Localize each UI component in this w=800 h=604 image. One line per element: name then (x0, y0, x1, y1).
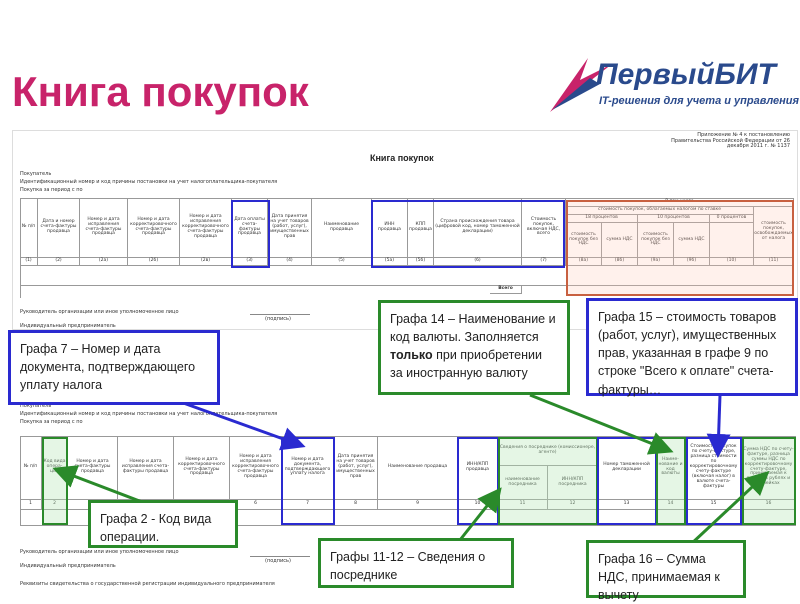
col-num: (8а) (566, 258, 602, 266)
th-rate: 18 процентов (566, 215, 638, 223)
col-num: (5) (312, 258, 372, 266)
col-num: (7) (522, 258, 566, 266)
sign-label: Руководитель организации или иное уполно… (20, 309, 179, 315)
th-tax-col: сумма НДС (602, 223, 638, 258)
col-num: (5а) (372, 258, 408, 266)
sign-hint: (подпись) (265, 316, 291, 322)
th-bottom: Номер и дата корректировочного счета-фак… (174, 436, 230, 500)
th-bottom: Номер и дата исправления корректировочно… (230, 436, 282, 500)
th-tax-col (710, 223, 754, 258)
highlight-col15 (686, 437, 742, 525)
purchase-book-old-form (12, 130, 798, 330)
highlight-col2 (42, 437, 68, 525)
th-top: Наименование продавца (312, 198, 372, 258)
pervyi-bit-logo-icon (550, 58, 612, 112)
sign-line (250, 314, 310, 315)
callout-column-14: Графа 14 – Наименование и код валюты. За… (378, 300, 570, 395)
th-top: Номер и дата исправления корректировочно… (180, 198, 232, 258)
highlight-col7 (281, 437, 335, 525)
th-bottom: Номер и дата исправления счета-фактуры п… (118, 436, 174, 500)
sign-line-2 (250, 556, 310, 557)
th-top: № п/п (20, 198, 38, 258)
callout-columns-11-12-text: Графы 11-12 – Сведения о посреднике (330, 550, 486, 583)
col-num: (2) (38, 258, 80, 266)
callout-column-16-text: Графа 16 – Сумма НДС, принимаемая к выче… (598, 552, 720, 603)
col-num: (4) (268, 258, 312, 266)
col-num: (8б) (602, 258, 638, 266)
th-top: Номер и дата исправления счета-фактуры п… (80, 198, 128, 258)
ip-label-2: Индивидуальный предприниматель (20, 563, 116, 569)
callout-column-7-text: Графа 7 – Номер и дата документа, подтве… (20, 342, 196, 393)
total-label: Всего (490, 286, 522, 294)
inn-label: Идентификационный номер и код причины по… (20, 179, 278, 185)
th-bottom-sub: наименование посредника (498, 466, 548, 500)
callout-column-7: Графа 7 – Номер и дата документа, подтве… (8, 330, 220, 405)
th-top: КПП продавца (408, 198, 434, 258)
callout-column-2: Графа 2 - Код вида операции. (88, 500, 238, 548)
slide-title: Книга покупок (12, 68, 309, 115)
th-tax-col: сумма НДС (674, 223, 710, 258)
col-num: (2а) (80, 258, 128, 266)
period-label: Покупка за период с по (20, 187, 83, 193)
highlight-cols-11-12 (498, 437, 598, 525)
callout-column-14-text-pre: Графа 14 – Наименование и код валюты. За… (390, 312, 556, 345)
sign-hint-2: (подпись) (265, 558, 291, 564)
th-top: Страна происхождения товара (цифровой ко… (434, 198, 522, 258)
th-top: Номер и дата корректировочного счета-фак… (128, 198, 180, 258)
th-top: Дата принятия на учет товаров (работ, ус… (268, 198, 312, 258)
th-top: ИНН продавца (372, 198, 408, 258)
highlight-col13 (597, 437, 657, 525)
ip-label: Индивидуальный предприниматель (20, 323, 116, 329)
th-top: Дата оплаты счета-фактуры продавца (232, 198, 268, 258)
col-num: (2в) (180, 258, 232, 266)
col-num: (9а) (638, 258, 674, 266)
col-num: (10) (710, 258, 754, 266)
col-num: (6) (434, 258, 522, 266)
th-tax-col: стоимость покупок без НДС (566, 223, 602, 258)
th-bottom: Дата принятия на учет товаров (работ, ус… (334, 436, 378, 500)
period-label-2: Покупка за период с по (20, 419, 83, 425)
callout-column-16: Графа 16 – Сумма НДС, принимаемая к выче… (586, 540, 746, 602)
highlight-col14 (656, 437, 686, 525)
callout-column-14-text-bold: только (390, 348, 433, 363)
highlight-col16 (742, 437, 796, 525)
th-bottom: Наименование продавца (378, 436, 458, 500)
callout-column-14-text-post: при приобретении за иностранную валюту (390, 348, 542, 381)
th-bottom: Номер и дата счета-фактуры продавца (68, 436, 118, 500)
col-num: (2б) (128, 258, 180, 266)
th-top: Дата и номер счета-фактуры продавца (38, 198, 80, 258)
buyer-label-2: Покупатель (20, 403, 52, 409)
th-tax-col: стоимость покупок без НДС (638, 223, 674, 258)
highlight-col3 (231, 200, 270, 268)
col-num-2: 1 (20, 500, 42, 510)
callout-column-2-text: Графа 2 - Код вида операции. (100, 512, 212, 545)
th-tax-sub: стоимость покупок, облагаемых налогом по… (566, 207, 754, 215)
document-title: Книга покупок (370, 153, 434, 163)
buyer-label: Покупатель (20, 171, 52, 177)
col-num: (1) (20, 258, 38, 266)
th-bottom: № п/п (20, 436, 42, 500)
callout-columns-11-12: Графы 11-12 – Сведения о посреднике (318, 538, 514, 588)
inn-label-2: Идентификационный номер и код причины по… (20, 411, 278, 417)
bottom-table (20, 436, 796, 526)
th-top: Стоимость покупок, включая НДС, всего (522, 198, 566, 258)
col-num-2: 11 (498, 500, 548, 510)
callout-column-15: Графа 15 – стоимость товаров (работ, усл… (586, 298, 798, 397)
callout-column-15-text: Графа 15 – стоимость товаров (работ, усл… (598, 310, 777, 397)
col-num: (9б) (674, 258, 710, 266)
sign-label-2: Руководитель организации или иное уполно… (20, 549, 179, 555)
highlight-tax-cols (566, 200, 794, 296)
highlight-cols-5a-7 (371, 200, 565, 268)
col-num-2: 8 (334, 500, 378, 510)
form-header-note: Приложение № 4 к постановлению Правитель… (671, 132, 790, 149)
th-rate: 0 процентов (710, 215, 754, 223)
col-num: (5б) (408, 258, 434, 266)
logo-name: ПервыйБИТ (596, 58, 776, 91)
logo-tagline: IT-решения для учета и управления (599, 95, 799, 107)
col-num-2: 9 (378, 500, 458, 510)
col-num: (3) (232, 258, 268, 266)
ip-requisites: Реквизиты свидетельства о государственно… (20, 581, 275, 587)
th-rate: 10 процентов (638, 215, 710, 223)
highlight-col10 (457, 437, 499, 525)
